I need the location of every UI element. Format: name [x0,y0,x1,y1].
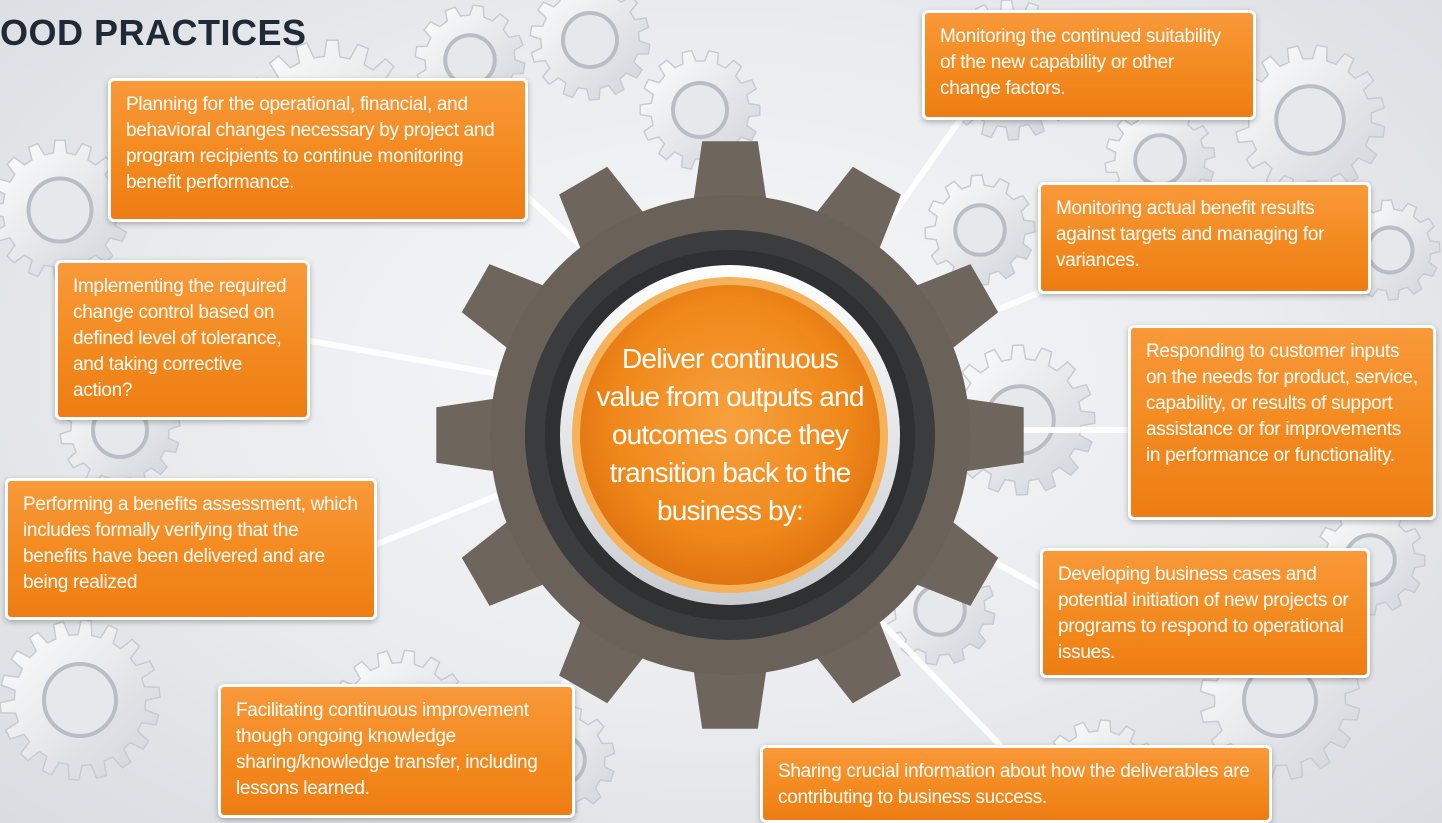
callout-sharing: Sharing crucial information about how th… [760,745,1272,823]
callout-performing-text: Performing a benefits assessment, which … [23,494,358,593]
callout-monitoring-actual-text: Monitoring actual benefit results agains… [1056,198,1325,271]
center-statement: Deliver continuous value from outputs an… [596,343,864,526]
callout-monitoring-actual: Monitoring actual benefit results agains… [1038,182,1371,294]
background-gear-hole [671,81,729,139]
page-title: OOD PRACTICES [0,12,307,53]
background-gear-hole [42,662,118,738]
callout-sharing-text: Sharing crucial information about how th… [778,761,1250,808]
callout-planning: Planning for the operational, financial,… [108,78,528,222]
callout-planning-text: Planning for the operational, financial,… [126,94,495,193]
background-gear-hole [561,11,619,69]
callout-implementing: Implementing the required change control… [55,260,310,420]
callout-responding-text: Responding to customer inputs on the nee… [1146,341,1418,466]
callout-developing-text: Developing business cases and potential … [1058,564,1349,663]
callout-performing: Performing a benefits assessment, which … [5,478,377,620]
callout-developing: Developing business cases and potential … [1040,548,1370,678]
callout-implementing-text: Implementing the required change control… [73,276,287,401]
central-gear [436,141,1024,729]
callout-monitoring-continued-text: Monitoring the continued suitability of … [940,26,1221,99]
callout-monitoring-continued: Monitoring the continued suitability of … [922,10,1256,120]
callout-facilitating-text: Facilitating continuous improvement thou… [236,700,538,799]
background-gear-hole [953,203,1007,257]
gear-orange-center [580,285,880,585]
callout-responding: Responding to customer inputs on the nee… [1128,325,1436,520]
background-gear-hole [1274,84,1346,156]
callout-facilitating: Facilitating continuous improvement thou… [218,684,575,818]
background-gear-hole [26,176,94,244]
